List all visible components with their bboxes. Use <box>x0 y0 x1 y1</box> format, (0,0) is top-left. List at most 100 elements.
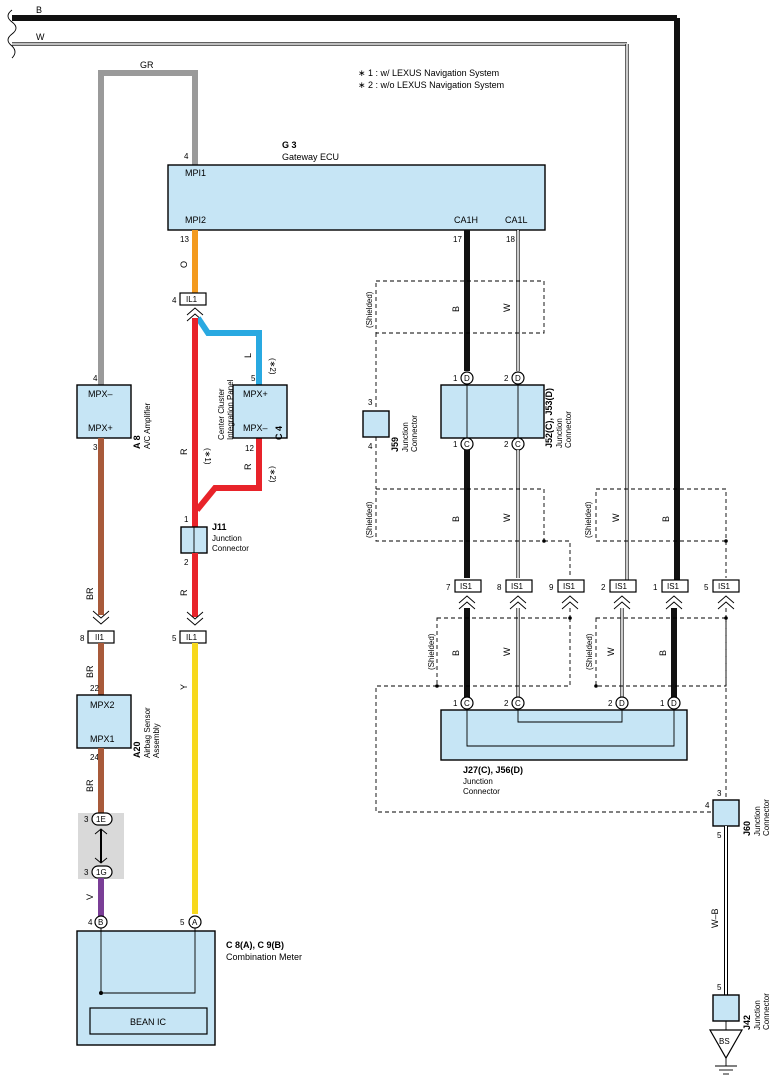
a8-pin-number-4: 4 <box>93 374 98 383</box>
is1-9-label: IS1 <box>563 582 576 591</box>
a8-pin-bot: MPX+ <box>88 423 113 433</box>
is1-1-label: IS1 <box>667 582 680 591</box>
j59-pin-3: 3 <box>368 398 373 407</box>
wire-r-2 <box>194 438 262 512</box>
connector-1g-label: 1G <box>96 868 107 877</box>
tag-star2-l: (∗2) <box>268 358 277 375</box>
g3-pin-number-18: 18 <box>506 235 515 244</box>
wire-label-b-right-low: B <box>658 650 668 656</box>
shield-3-label: (Shielded) <box>584 501 593 538</box>
a20-pin-number-24: 24 <box>90 753 99 762</box>
junction-j27-j56: C 1 C 2 D 2 D 1 J27(C), J56(D) Junction … <box>440 696 688 796</box>
ac-amplifier: MPX– MPX+ 4 3 A 8 A/C Amplifier <box>76 374 152 452</box>
c8-pin-number-5: 5 <box>180 918 185 927</box>
gateway-ecu-box <box>167 164 546 231</box>
wire-label-b-ca1h: B <box>451 306 461 312</box>
is1-connector-row: IS1 7 IS1 8 IS1 9 IS1 2 IS1 1 IS1 5 <box>446 579 740 610</box>
is1-9-pin: 9 <box>549 583 554 592</box>
a20-id: A20 <box>132 741 142 758</box>
j60-pin-3: 3 <box>717 789 722 798</box>
j52-name-2: Connector <box>564 411 573 448</box>
shield-1 <box>375 280 545 334</box>
center-cluster-integration-panel: MPX+ MPX– 5 12 C 4 Center Cluster Integr… <box>217 374 288 453</box>
junction-j42: 5 J42 Junction Connector <box>712 983 771 1030</box>
shield-4 <box>436 617 571 687</box>
wire-label-w-shield3: W <box>611 513 621 522</box>
connector-ii1: II1 8 <box>80 630 115 644</box>
wire-label-r-2: R <box>243 463 253 470</box>
g3-pin-number-13: 13 <box>180 235 189 244</box>
connector-ii1-pin: 8 <box>80 634 85 643</box>
shield-2-label: (Shielded) <box>365 501 374 538</box>
j42-name-2: Connector <box>762 993 771 1030</box>
wire-gr <box>98 70 198 385</box>
note-1: ∗ 1 : w/ LEXUS Navigation System <box>358 68 499 78</box>
top-bus: B W <box>7 5 680 580</box>
j60-pin-5: 5 <box>717 831 722 840</box>
wire-label-r-3: R <box>179 589 189 596</box>
gateway-ecu-name: Gateway ECU <box>282 152 339 162</box>
g3-pin-number-4: 4 <box>184 152 189 161</box>
a20-name-2: Assembly <box>152 723 161 758</box>
shield-2 <box>375 488 545 542</box>
wire-label-wb: W–B <box>710 908 720 928</box>
shield-5-label: (Shielded) <box>585 633 594 670</box>
is1-2-pin: 2 <box>601 583 606 592</box>
j52-name-1: Junction <box>555 418 564 448</box>
bean-ic <box>89 1007 208 1035</box>
connector-il1-bottom-pin: 5 <box>172 634 177 643</box>
wire-label-br-2: BR <box>85 665 95 678</box>
note-2: ∗ 2 : w/o LEXUS Navigation System <box>358 80 504 90</box>
connector-ii1-label: II1 <box>95 633 104 642</box>
a20-name-1: Airbag Sensor <box>143 707 152 758</box>
g3-pin-ca1l: CA1L <box>505 215 528 225</box>
j27-pin-d1: D <box>671 699 677 708</box>
g3-pin-mpi2: MPI2 <box>185 215 206 225</box>
j60-name-2: Connector <box>762 799 771 836</box>
connector-1g-pin: 3 <box>84 868 89 877</box>
a8-id: A 8 <box>132 435 142 449</box>
j52-id: J52(C), J53(D) <box>544 388 554 448</box>
junction-j60: 3 4 5 J60 Junction Connector <box>705 618 771 840</box>
shield-1-label: (Shielded) <box>365 291 374 328</box>
break-symbol <box>7 9 17 59</box>
a8-name: A/C Amplifier <box>143 402 152 449</box>
j27-pin-number-2-d: 2 <box>608 699 613 708</box>
j11-pin-2: 2 <box>184 558 189 567</box>
j59-pin-4: 4 <box>368 442 373 451</box>
bean-ic-label: BEAN IC <box>130 1017 167 1027</box>
airbag-sensor-assembly: MPX2 MPX1 22 24 A20 Airbag Sensor Assemb… <box>76 684 161 762</box>
j27-pin-number-2: 2 <box>504 699 509 708</box>
c4-pin-top: MPX+ <box>243 389 268 399</box>
gateway-ecu: G 3 Gateway ECU 4 MPI1 MPI2 CA1H CA1L 13… <box>167 140 546 244</box>
c4-name-2: Integration Panel <box>226 379 235 440</box>
j52-pin-d1: D <box>464 374 470 383</box>
connector-il1-bottom: IL1 5 <box>172 630 207 644</box>
ground-symbol: BS <box>708 1021 744 1075</box>
j52-pin-number-1-bot: 1 <box>453 440 458 449</box>
j27-name-1: Junction <box>463 777 493 786</box>
connector-il1-bottom-label: IL1 <box>186 633 198 642</box>
j27-id: J27(C), J56(D) <box>463 765 523 775</box>
wire-label-w-right-low: W <box>606 647 616 656</box>
is1-5-label: IS1 <box>718 582 731 591</box>
connector-ii1-chevron <box>92 610 110 625</box>
connector-block-1e-1g: 1E 3 1G 3 <box>78 812 124 879</box>
connector-il1-top: IL1 4 <box>172 292 207 322</box>
tag-star2-r: (∗2) <box>268 466 277 483</box>
connector-1e-pin: 3 <box>84 815 89 824</box>
j11-name-2: Connector <box>212 544 249 553</box>
tag-star1: (∗1) <box>203 448 212 465</box>
wire-label-o: O <box>179 261 189 268</box>
c4-id: C 4 <box>274 426 284 440</box>
shield-5 <box>595 617 727 687</box>
j42-pin-5: 5 <box>717 983 722 992</box>
combination-meter: B 4 A 5 BEAN IC C 8(A), C 9(B) Combinati… <box>76 915 302 1046</box>
wire-label-b: B <box>36 5 42 15</box>
j27-pin-c2: C <box>515 699 521 708</box>
j60-pin-4: 4 <box>705 801 710 810</box>
a20-pin-top: MPX2 <box>90 700 115 710</box>
j59-id: J59 <box>390 437 400 452</box>
is1-7-pin: 7 <box>446 583 451 592</box>
